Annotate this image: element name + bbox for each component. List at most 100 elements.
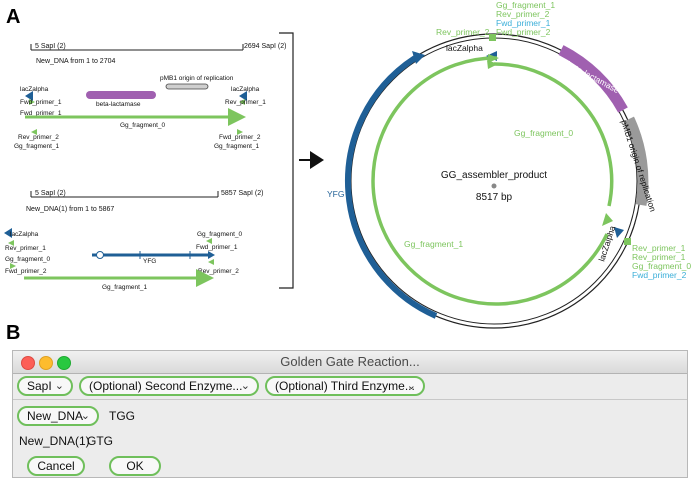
map2-yfg-arrowhead xyxy=(208,251,215,259)
map2-right-site: 5857 SapI (2) xyxy=(221,190,263,197)
plasmid-top-fwd1: Fwd_primer_1 xyxy=(496,18,551,28)
map2-yfg-marker xyxy=(96,251,104,259)
plasmid-name: GG_assembler_product xyxy=(441,170,547,181)
map2-lacz-arrow xyxy=(4,228,12,238)
plasmid-yfg-arc xyxy=(344,55,438,319)
plasmid-gg0-arrowhead xyxy=(602,213,613,226)
enzyme1-select[interactable]: SapI ⌄ xyxy=(17,376,73,396)
chevron-down-icon: ⌄ xyxy=(54,380,64,392)
plasmid-map: YFG beta-lactamase pMB1 origin of replic… xyxy=(327,0,691,329)
map2-fwd2-arrow xyxy=(10,263,16,269)
cancel-button[interactable]: Cancel xyxy=(27,456,85,476)
map2-name: New_DNA(1) from 1 to 5867 xyxy=(26,206,114,213)
map1-right-site: 2694 SapI (2) xyxy=(244,43,286,50)
plasmid-top-rev2: Rev_primer_2 xyxy=(496,9,550,19)
map1-gg1-label: Gg_fragment_1 xyxy=(14,143,60,150)
plasmid-right-fwd2: Fwd_primer_2 xyxy=(632,270,687,280)
map2-left-site: 5 SapI (2) xyxy=(35,190,66,197)
map1-fragment-label: Gg_fragment_0 xyxy=(120,122,166,129)
enzyme2-value: (Optional) Second Enzyme... xyxy=(89,379,243,393)
close-window-button[interactable] xyxy=(21,356,35,370)
golden-gate-dialog: Golden Gate Reaction... SapI ⌄ (Optional… xyxy=(12,350,688,478)
dna-select-value: New_DNA xyxy=(27,409,84,423)
map2-fwd1-arrow xyxy=(206,238,212,244)
panel-b-label: B xyxy=(6,322,21,344)
plasmid-rev2-left: Rev_primer_2 xyxy=(436,27,490,37)
dialog-titlebar: Golden Gate Reaction... xyxy=(13,351,687,374)
map1-fwd2-arrow xyxy=(237,129,243,135)
map1-lacz-left-label: lacZalpha xyxy=(20,86,49,93)
linear-map-2: 5 SapI (2) 5857 SapI (2) New_DNA(1) from… xyxy=(4,190,263,291)
enzyme2-select[interactable]: (Optional) Second Enzyme... ⌄ xyxy=(79,376,259,396)
plasmid-origin-arc xyxy=(623,116,649,206)
chevron-down-icon: ⌄ xyxy=(240,380,250,392)
map1-left-site: 5 SapI (2) xyxy=(35,43,66,50)
map1-lacz-left-arrow xyxy=(25,91,33,101)
plasmid-right-rev1b: Rev_primer_1 xyxy=(632,252,686,262)
plasmid-lacz-right-arrow xyxy=(614,227,624,238)
map2-yfg-label: YFG xyxy=(143,258,156,265)
plasmid-gg0-arc xyxy=(493,62,614,207)
map1-fwd2-label: Fwd_primer_2 xyxy=(219,134,261,141)
plasmid-betalac-label: beta-lactamase xyxy=(565,59,621,95)
plasmid-lacz-right-label: lacZalpha xyxy=(596,224,617,262)
dna2-overhang: GTG xyxy=(87,434,113,448)
map1-rev1-label: Rev_primer_1 xyxy=(225,99,266,106)
plasmid-center-dot xyxy=(491,183,497,189)
dna-overhang: TGG xyxy=(109,409,135,423)
plasmid-right-rev1a: Rev_primer_1 xyxy=(632,243,686,253)
panel-a-figure: 5 SapI (2) 2694 SapI (2) New_DNA from 1 … xyxy=(4,0,691,329)
enzyme3-value: (Optional) Third Enzyme... xyxy=(275,379,415,393)
map2-gg0-label: Gg_fragment_0 xyxy=(5,256,51,263)
panel-a-label: A xyxy=(6,6,21,28)
dialog-title: Golden Gate Reaction... xyxy=(280,354,420,369)
map1-name: New_DNA from 1 to 2704 xyxy=(36,58,115,65)
map2-rev1-arrow xyxy=(8,240,14,246)
plasmid-gg0-label: Gg_fragment_0 xyxy=(514,128,573,138)
map2-fwd2-label: Fwd_primer_2 xyxy=(5,268,47,275)
map1-betalac-feature xyxy=(86,91,156,99)
map2-lacz-label: lacZalpha xyxy=(10,231,39,238)
plasmid-gg1-label: Gg_fragment_1 xyxy=(404,239,463,249)
plasmid-yfg-label: YFG xyxy=(327,189,344,199)
divider xyxy=(13,399,687,400)
linear-map-1: 5 SapI (2) 2694 SapI (2) New_DNA from 1 … xyxy=(14,43,286,150)
zoom-window-button[interactable] xyxy=(57,356,71,370)
map1-betalac-label: beta-lactamase xyxy=(96,101,141,108)
plasmid-size: 8517 bp xyxy=(476,192,513,203)
map1-rev2-arrow xyxy=(31,129,37,135)
map1-fwd1-arrow xyxy=(29,99,35,105)
plasmid-gg0-head-top xyxy=(487,60,498,69)
bracket xyxy=(279,32,294,289)
plasmid-betalac-arc xyxy=(558,45,628,113)
map2-fragment-label: Gg_fragment_1 xyxy=(102,284,148,291)
minimize-window-button[interactable] xyxy=(39,356,53,370)
plasmid-top-fwd2: Fwd_primer_2 xyxy=(496,27,551,37)
map2-rev1-label: Rev_primer_1 xyxy=(5,245,46,252)
map1-gg1r-label: Gg_fragment_1 xyxy=(214,143,260,150)
map1-lacz-right-label: lacZalpha xyxy=(231,86,260,93)
map2-rev2-label: Rev_primer_2 xyxy=(198,268,239,275)
map2-fwd1-label: Fwd_primer_1 xyxy=(196,244,238,251)
ok-button[interactable]: OK xyxy=(109,456,161,476)
plasmid-yfg-arrowhead xyxy=(412,51,425,64)
dna2-name: New_DNA(1) xyxy=(19,434,90,448)
chevron-down-icon: ⌄ xyxy=(80,410,90,422)
enzyme3-select[interactable]: (Optional) Third Enzyme... ⌄ xyxy=(265,376,425,396)
plasmid-lacz-top-label: lacZalpha xyxy=(446,43,483,53)
dna-select[interactable]: New_DNA ⌄ xyxy=(17,406,99,426)
plasmid-top-gg1: Gg_fragment_1 xyxy=(496,0,555,10)
map1-fwd1b-label: Fwd_primer_1 xyxy=(20,110,62,117)
map1-lacz-right-arrow xyxy=(239,91,247,101)
plasmid-top-marker xyxy=(489,34,496,41)
map1-rev2-label: Rev_primer_2 xyxy=(18,134,59,141)
map1-fwd1-label: Fwd_primer_1 xyxy=(20,99,62,106)
plasmid-right-gg0: Gg_fragment_0 xyxy=(632,261,691,271)
plasmid-gg1-arc xyxy=(371,56,609,306)
enzyme1-value: SapI xyxy=(27,379,52,393)
chevron-down-icon: ⌄ xyxy=(406,380,416,392)
plasmid-gg1-arrowhead xyxy=(488,54,499,63)
map2-rev2-arrow xyxy=(208,259,214,265)
map2-gg0-right-label: Gg_fragment_0 xyxy=(197,231,243,238)
map1-rev1-arrow xyxy=(239,99,245,105)
